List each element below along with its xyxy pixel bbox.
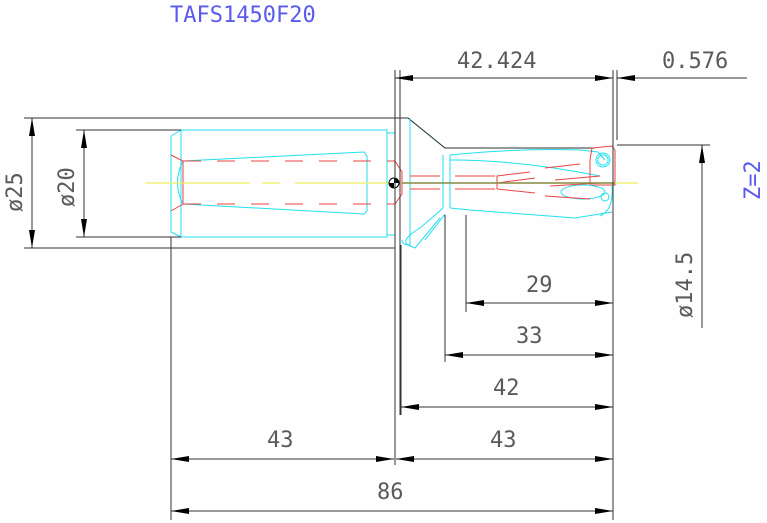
- center-mark-icon: [388, 177, 400, 189]
- dim-43-right: 43: [490, 428, 517, 453]
- dim-dia-14-5: ø14.5: [673, 252, 698, 318]
- dim-33: 33: [516, 324, 543, 349]
- dim-43-left: 43: [267, 428, 294, 453]
- dim-dia-20: ø20: [55, 167, 80, 207]
- dim-42-424: 42.424: [457, 49, 536, 74]
- dim-42: 42: [493, 376, 520, 401]
- dim-86: 86: [377, 480, 404, 505]
- dimension-lines: [24, 70, 747, 520]
- dim-dia-25: ø25: [3, 172, 28, 212]
- dim-29: 29: [526, 273, 553, 298]
- flute-count-label: Z=2: [741, 160, 766, 200]
- part-number-title: TAFS1450F20: [170, 3, 316, 28]
- dim-0-576: 0.576: [662, 49, 728, 74]
